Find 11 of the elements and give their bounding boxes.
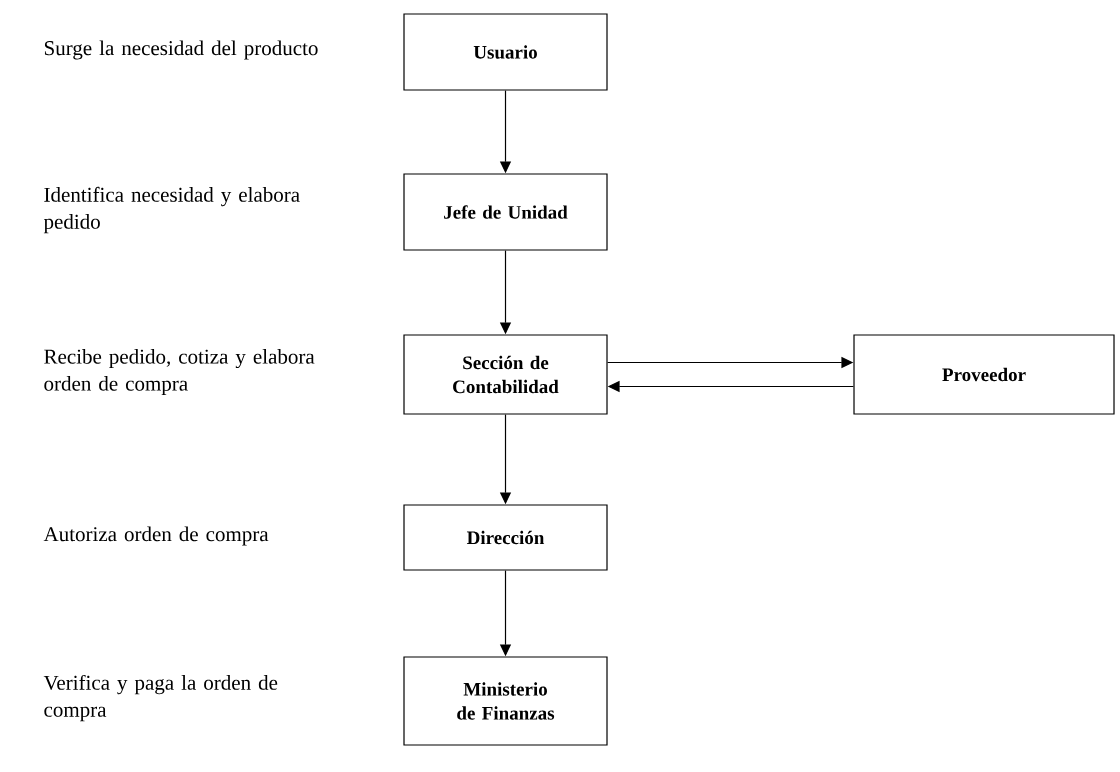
step-description: Surge la necesidad del producto (44, 40, 318, 60)
process-box: Sección de Contabilidad (403, 334, 608, 415)
step-description: Recibe pedido, cotiza y elabora orden de compra (44, 349, 315, 396)
process-box: Usuario (403, 13, 608, 91)
process-box: Proveedor (853, 334, 1115, 415)
process-box: Dirección (403, 504, 608, 571)
step-description: Identifica necesidad y elabora pedido (43, 186, 300, 234)
step-description: Verifica y paga la orden de compra (43, 674, 278, 722)
step-description: Autoriza orden de compra (43, 526, 269, 546)
process-box: Jefe de Unidad (403, 173, 608, 251)
process-box: Ministerio de Finanzas (403, 656, 608, 746)
